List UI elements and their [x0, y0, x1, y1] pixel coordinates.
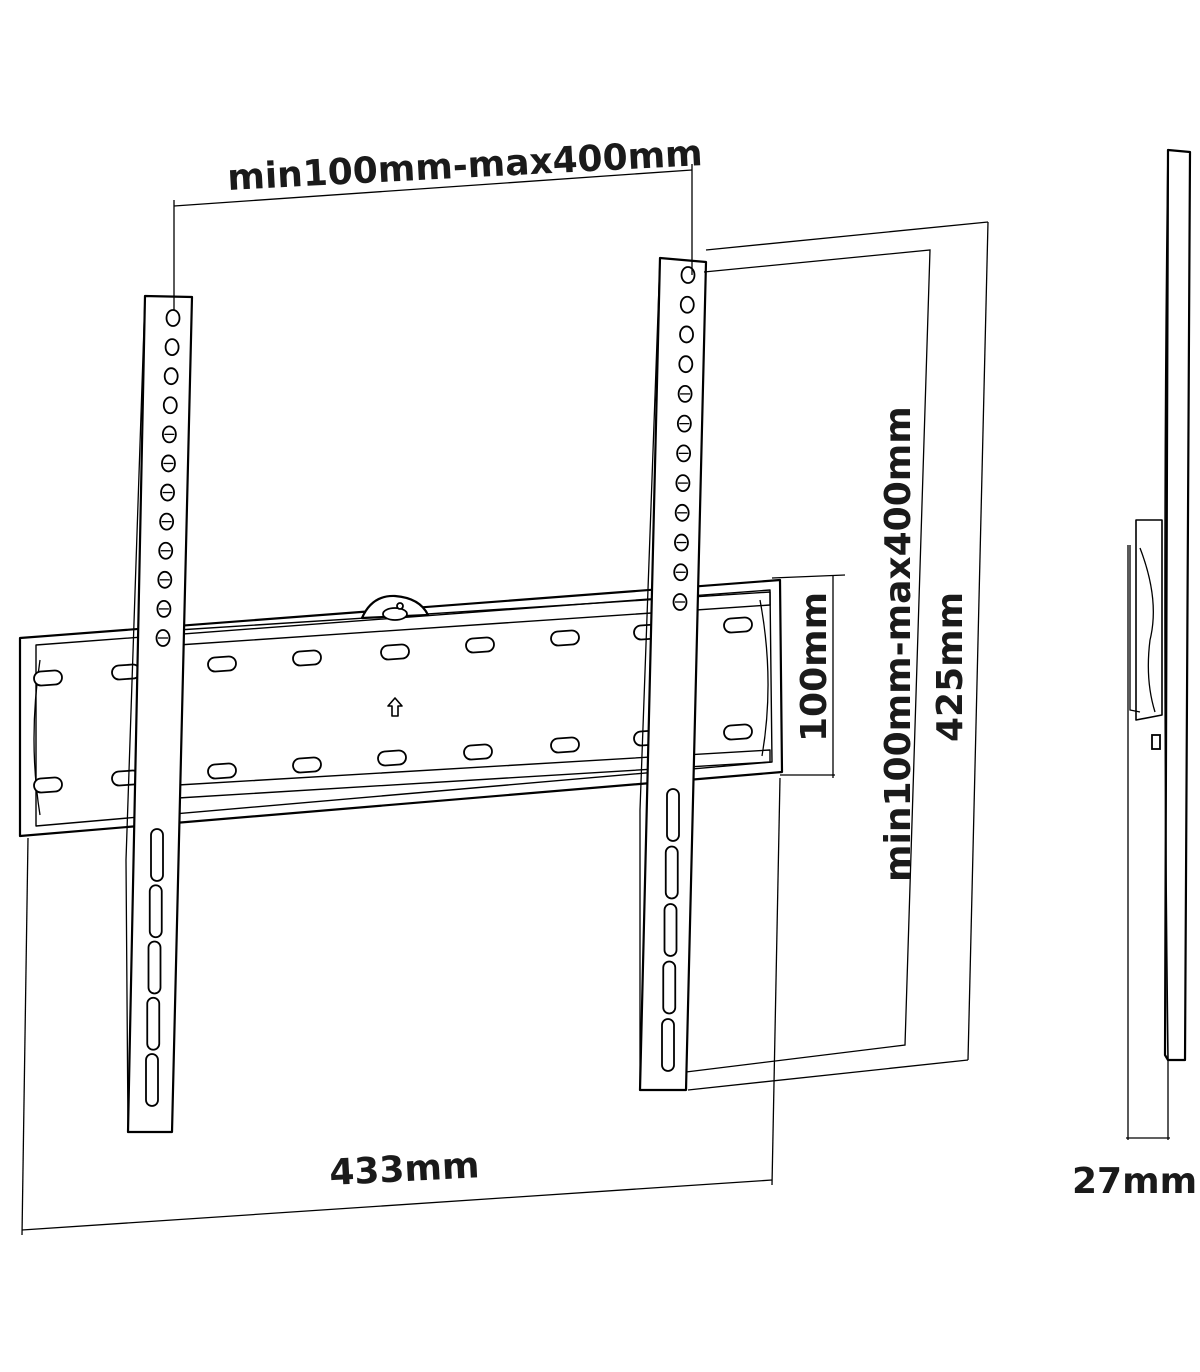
arm-slot — [150, 828, 164, 882]
arm-slot — [663, 903, 678, 957]
arm-slot — [662, 960, 677, 1015]
dimension-lines — [21, 164, 989, 1236]
arm-hole — [164, 338, 180, 356]
arm-slot — [661, 1018, 675, 1072]
rail-slot — [550, 736, 580, 754]
arm-slot — [146, 996, 161, 1051]
rail-slot — [465, 636, 495, 654]
rail-slot — [550, 629, 580, 647]
arm-hole — [680, 266, 696, 284]
arm-hole — [678, 355, 694, 374]
arm-hole — [679, 325, 694, 344]
arm-slot — [148, 884, 163, 939]
wall-rail — [18, 578, 784, 838]
left-arm-slots — [145, 828, 164, 1107]
vesa-horizontal-label: min100mm-max400mm — [226, 133, 703, 199]
arm-hole — [679, 295, 695, 314]
arm-slot — [666, 788, 680, 842]
wall-distance-label: 27mm — [1072, 1161, 1197, 1202]
rail-slot — [292, 649, 322, 667]
right-arm-slots — [661, 788, 680, 1072]
rail-slot — [292, 756, 322, 774]
arm-hole — [165, 309, 181, 327]
rail-slot — [723, 616, 753, 634]
arm-hole — [162, 396, 178, 415]
rail-slot — [33, 776, 63, 794]
rail-slot — [380, 643, 410, 661]
left-vertical-arm — [125, 294, 194, 1134]
arm-slot — [147, 940, 162, 995]
tv-outline — [685, 221, 989, 1091]
rail-slot — [207, 762, 237, 780]
arm-hole — [163, 367, 179, 386]
arm-slot — [145, 1053, 159, 1107]
right-vertical-arm — [638, 256, 708, 1092]
side-view — [1126, 148, 1192, 1140]
left-arm-holes — [155, 309, 181, 647]
vesa-vertical-label: min100mm-max400mm — [878, 406, 919, 882]
right-arm-holes — [672, 266, 696, 611]
up-arrow-icon — [387, 697, 403, 717]
rail-slot — [377, 749, 407, 767]
rail-slot — [111, 663, 141, 681]
bracket-width-label: 433mm — [328, 1145, 480, 1194]
rail-slot — [463, 743, 493, 761]
rail-slot — [723, 723, 753, 741]
safety-lock — [360, 594, 430, 620]
bracket-height-label: 425mm — [930, 592, 971, 742]
rail-height-label: 100mm — [794, 592, 835, 742]
rail-slots-lower — [33, 723, 753, 794]
rail-slot — [33, 669, 63, 687]
arm-slot — [664, 845, 679, 900]
rail-slot — [207, 655, 237, 673]
